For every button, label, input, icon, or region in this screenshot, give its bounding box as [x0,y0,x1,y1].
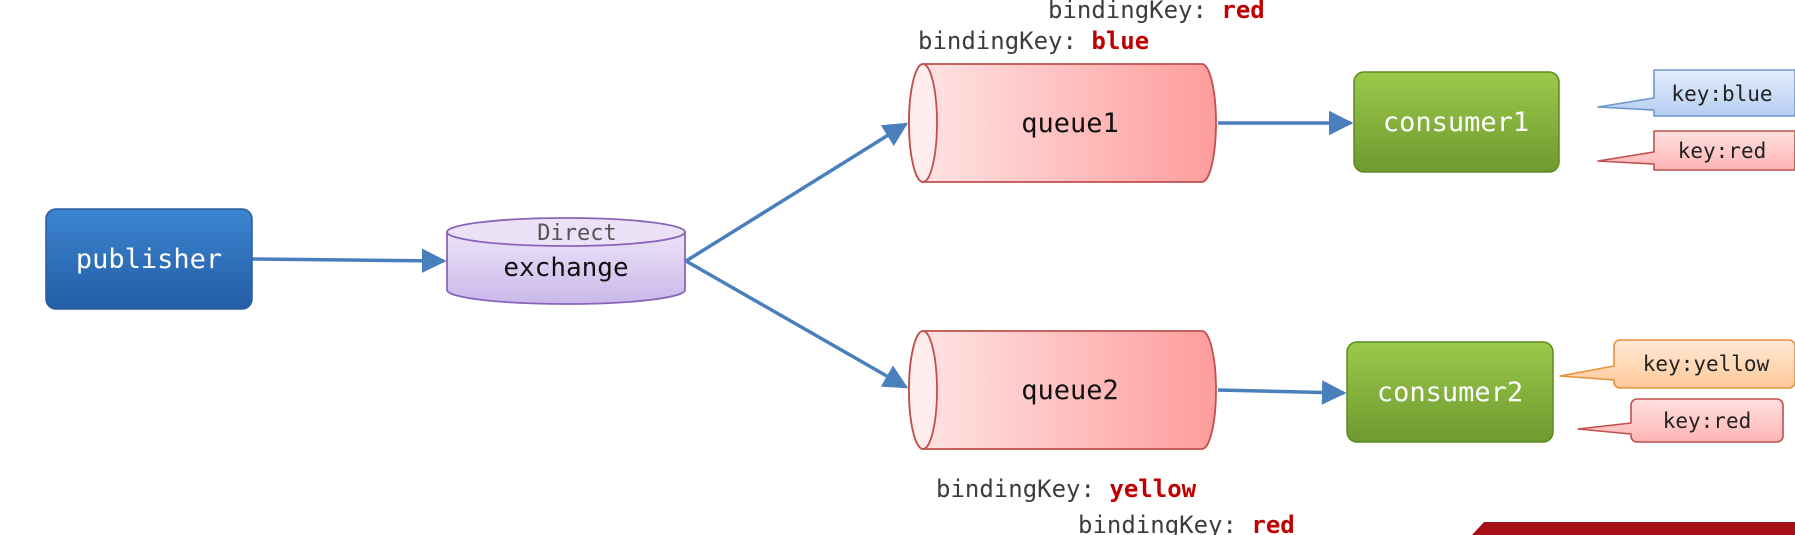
consumer2-label: consumer2 [1377,377,1523,408]
binding-key-value: red [1221,0,1264,24]
callout-consumer2-yellow: key:yellow [1559,339,1795,389]
binding-key-value: yellow [1109,475,1196,503]
queue2-node: queue2 [908,330,1217,450]
exchange-node: Direct exchange [446,217,686,305]
edge-queue2-consumer2 [1217,380,1347,405]
exchange-label: exchange [503,253,628,283]
edge-exchange-queue1 [685,122,909,263]
binding-key-queue2-yellow: bindingKey: yellow [936,475,1197,503]
binding-key-queue1-blue: bindingKey: blue [918,27,1149,55]
callout-text: key:red [1663,409,1752,433]
consumer1-node: consumer1 [1353,71,1560,173]
binding-key-prefix: bindingKey: [936,475,1109,503]
publisher-label: publisher [76,244,222,275]
binding-key-prefix: bindingKey: [1078,511,1251,535]
queue2-label: queue2 [1021,375,1119,406]
exchange-type-label: Direct [537,221,616,246]
binding-key-queue1-red: bindingKey: red [1048,0,1265,24]
binding-key-prefix: bindingKey: [918,27,1091,55]
binding-key-prefix: bindingKey: [1048,0,1221,24]
consumer1-label: consumer1 [1383,107,1529,138]
callout-consumer2-red: key:red [1577,398,1784,443]
callout-consumer1-red: key:red [1597,130,1795,171]
binding-key-value: red [1251,511,1294,535]
callout-text: key:blue [1671,82,1772,106]
queue1-label: queue1 [1021,108,1119,139]
edge-publisher-exchange [251,248,447,274]
queue1-node: queue1 [908,63,1217,183]
callout-consumer1-blue: key:blue [1597,69,1795,117]
callout-text: key:red [1678,139,1767,163]
callout-text: key:yellow [1643,352,1770,376]
publisher-node: publisher [45,208,253,310]
edge-exchange-queue2 [685,259,909,389]
consumer2-node: consumer2 [1346,341,1554,443]
binding-key-queue2-red: bindingKey: red [1078,511,1295,535]
corner-banner [1472,522,1795,535]
binding-key-value: blue [1091,27,1149,55]
